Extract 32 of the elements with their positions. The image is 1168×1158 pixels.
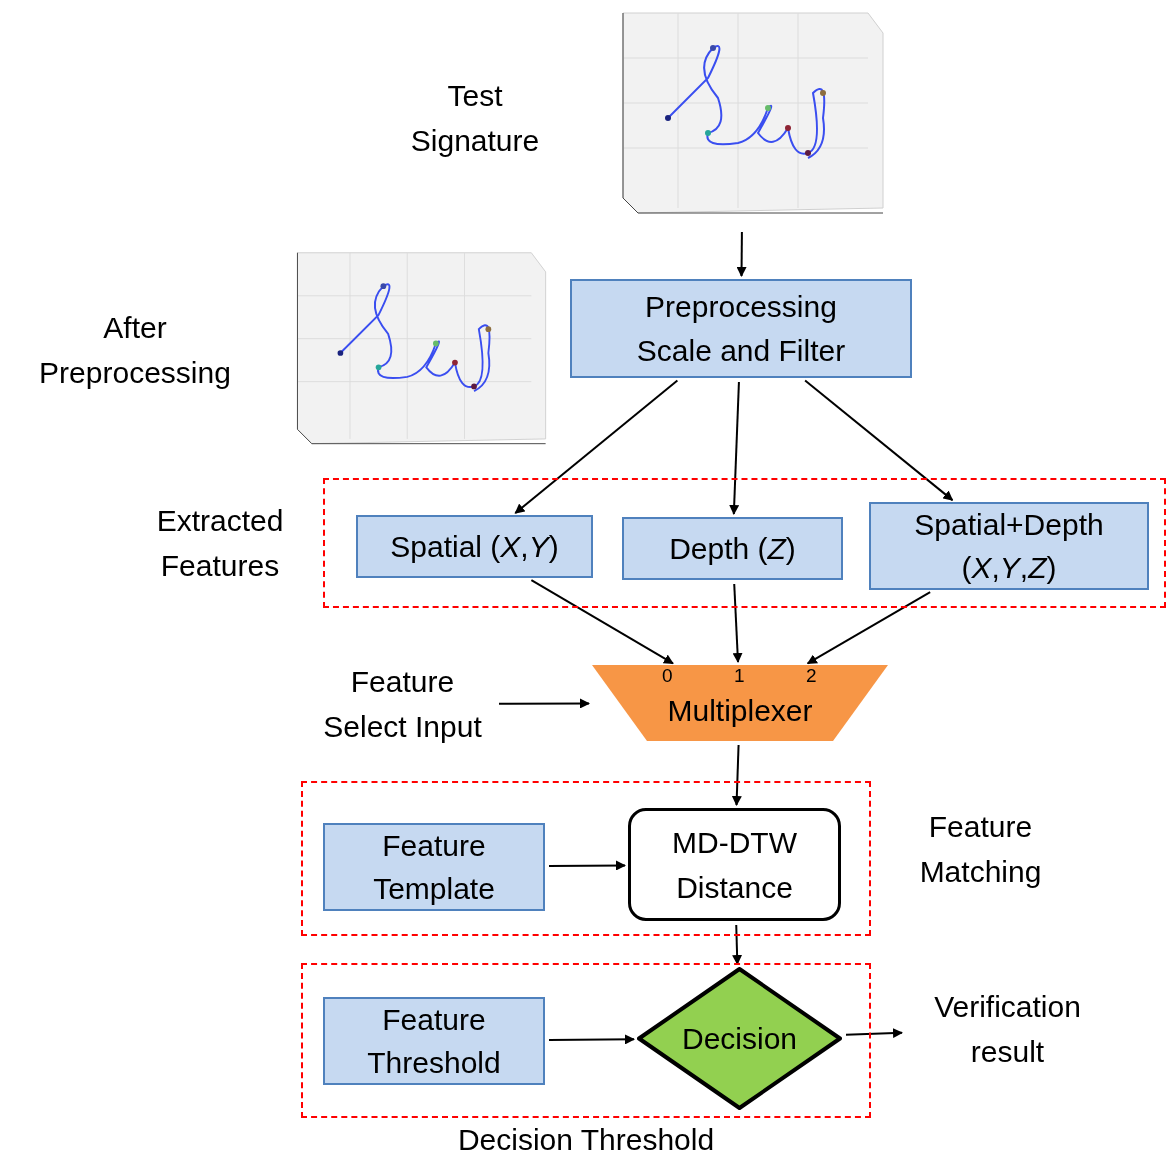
- process-box: Depth (Z): [622, 517, 843, 580]
- arrow: [806, 591, 932, 665]
- port-number: 1: [734, 665, 745, 687]
- plot-title: Test Signature: [409, 77, 541, 159]
- decision-label: Decision: [681, 1021, 798, 1057]
- arrow: [845, 1028, 903, 1039]
- process-box: Spatial (X,Y): [356, 515, 593, 578]
- group-label: Feature Matching: [918, 809, 1043, 890]
- arrow: [548, 1034, 635, 1045]
- process-box: MD-DTW Distance: [628, 808, 841, 921]
- group-label: Decision Threshold: [457, 1121, 715, 1158]
- arrow: [731, 744, 742, 806]
- port-number: 2: [806, 665, 817, 687]
- arrow: [498, 698, 590, 709]
- text-label: Verification result: [933, 989, 1082, 1070]
- text-label: Feature Select Input: [322, 664, 483, 745]
- arrow: [736, 231, 747, 277]
- plot-title: After Preprocessing: [38, 309, 232, 391]
- arrow: [732, 583, 743, 663]
- arrow: [548, 860, 626, 871]
- process-box: Feature Threshold: [323, 997, 545, 1085]
- port-number: 0: [662, 665, 673, 687]
- arrow: [514, 379, 679, 515]
- process-box: Feature Template: [323, 823, 545, 911]
- process-box: Spatial+Depth (X,Y,Z): [869, 502, 1149, 590]
- arrow: [804, 379, 954, 502]
- arrow: [729, 381, 740, 515]
- arrow: [732, 924, 743, 965]
- group-label: Extracted Features: [155, 503, 285, 584]
- arrow: [530, 579, 674, 665]
- process-box: Preprocessing Scale and Filter: [570, 279, 912, 378]
- multiplexer-label: Multiplexer: [667, 693, 813, 729]
